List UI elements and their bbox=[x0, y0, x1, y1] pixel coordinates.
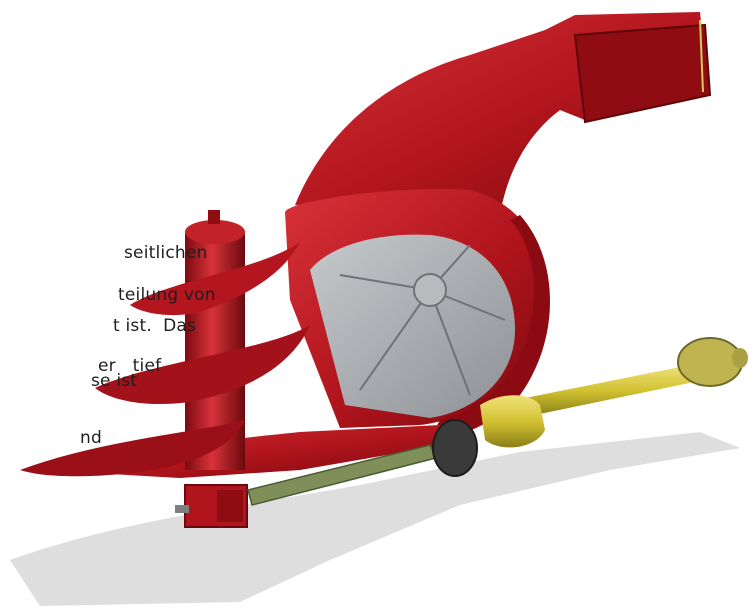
chute-outlet-frame bbox=[573, 23, 712, 124]
pto-guard-rear bbox=[677, 337, 743, 387]
pto-shaft bbox=[525, 365, 694, 416]
belt-pulley bbox=[432, 419, 478, 477]
ground-shadow bbox=[10, 432, 740, 606]
impeller-blades bbox=[339, 244, 506, 396]
pto-guard-front bbox=[480, 395, 545, 448]
auger-flight-top bbox=[130, 242, 300, 316]
impeller-hub bbox=[413, 273, 447, 307]
housing-rim bbox=[430, 215, 550, 439]
auger-flight-bottom bbox=[20, 420, 245, 477]
impeller bbox=[310, 234, 515, 418]
auger-flight-middle bbox=[95, 325, 310, 405]
